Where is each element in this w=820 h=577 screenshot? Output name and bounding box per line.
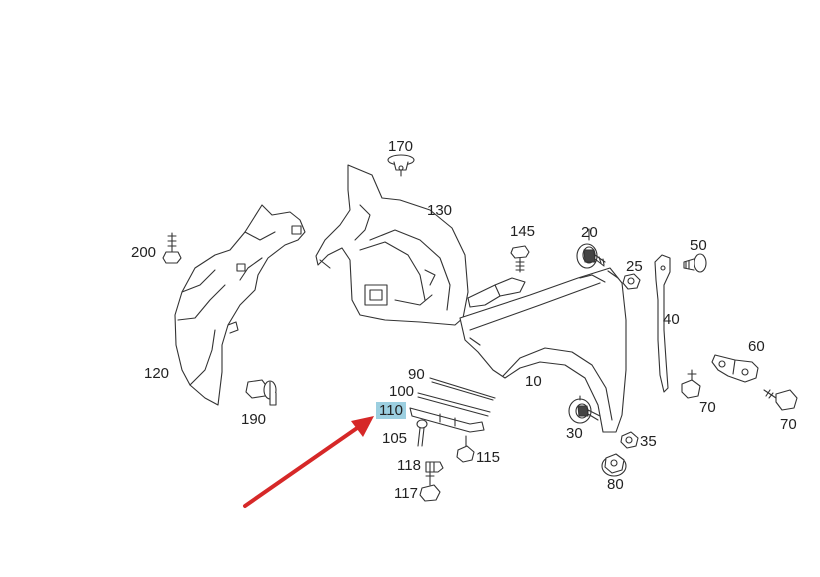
- label-70-b: 70: [780, 416, 797, 433]
- label-117: 117: [394, 485, 418, 502]
- part-110-seal-strip: [409, 407, 485, 433]
- part-170-clip: [387, 154, 415, 177]
- label-50: 50: [690, 237, 707, 254]
- label-105: 105: [382, 430, 408, 447]
- part-40-trim-strip: [654, 254, 671, 393]
- label-200: 200: [131, 244, 157, 261]
- label-90: 90: [408, 366, 425, 383]
- label-10: 10: [525, 373, 542, 390]
- part-190-clip: [245, 379, 277, 406]
- part-35-nut: [620, 431, 639, 449]
- part-10-front-fender: [459, 267, 627, 433]
- part-117-screw: [419, 471, 441, 502]
- part-70-screw-b: [763, 389, 798, 411]
- highlight-arrow: [243, 416, 374, 508]
- part-60-bracket: [711, 354, 759, 383]
- label-110-highlighted: 110: [376, 402, 406, 419]
- part-145-bolt: [510, 245, 530, 273]
- label-118: 118: [397, 457, 421, 474]
- part-118-clip: [425, 461, 444, 473]
- label-60: 60: [748, 338, 765, 355]
- label-80: 80: [607, 476, 624, 493]
- label-120: 120: [144, 365, 170, 382]
- part-200-screw: [162, 232, 182, 264]
- label-40: 40: [663, 311, 680, 328]
- label-70-a: 70: [699, 399, 716, 416]
- part-105-screw: [416, 419, 428, 447]
- part-80-flange-nut: [601, 453, 627, 477]
- part-100-seal-strip: [417, 392, 491, 417]
- part-115-nut: [456, 435, 475, 463]
- label-20: 20: [581, 224, 598, 241]
- label-170: 170: [388, 138, 414, 155]
- part-25-nut: [622, 273, 641, 290]
- label-145: 145: [510, 223, 536, 240]
- part-70-screw-a: [681, 369, 701, 399]
- part-90-seal-strip: [429, 377, 496, 401]
- part-120-wheel-arch-liner: [174, 204, 306, 406]
- part-50-screw: [683, 253, 707, 273]
- label-100: 100: [389, 383, 415, 400]
- label-115: 115: [476, 449, 500, 466]
- label-130: 130: [427, 202, 453, 219]
- part-20-bolt: [576, 228, 606, 269]
- part-130-front-wheel-arch-liner: [315, 164, 469, 326]
- label-190: 190: [241, 411, 267, 428]
- label-25: 25: [626, 258, 643, 275]
- part-30-bolt: [568, 395, 601, 424]
- part-bracket-reinforcement: [467, 277, 526, 308]
- label-35: 35: [640, 433, 657, 450]
- label-30: 30: [566, 425, 583, 442]
